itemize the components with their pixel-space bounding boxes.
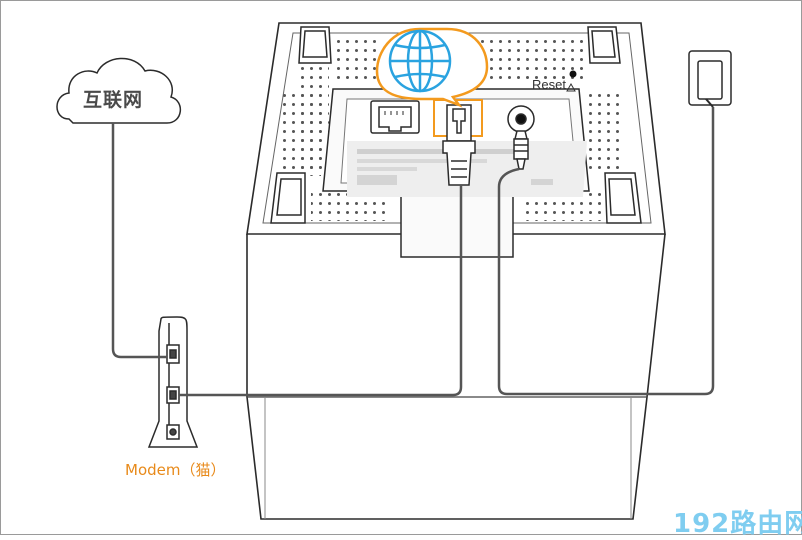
router-feet [270, 26, 642, 224]
power-adapter-icon [688, 50, 732, 108]
internet-label: 互联网 [83, 89, 144, 111]
modem-device-icon [147, 316, 199, 448]
cloud-icon [56, 57, 181, 124]
modem-label: Modem（猫） [125, 461, 226, 479]
reset-button-dot [569, 70, 577, 78]
router-lan-port [370, 100, 420, 134]
reset-label: Reset [532, 77, 566, 92]
reset-triangle-icon [566, 82, 576, 92]
dc-power-plug-icon [507, 105, 535, 170]
watermark: 192路由网 [673, 509, 802, 539]
globe-icon [375, 27, 489, 108]
rj45-plug-icon [442, 104, 476, 186]
cables [111, 107, 715, 397]
